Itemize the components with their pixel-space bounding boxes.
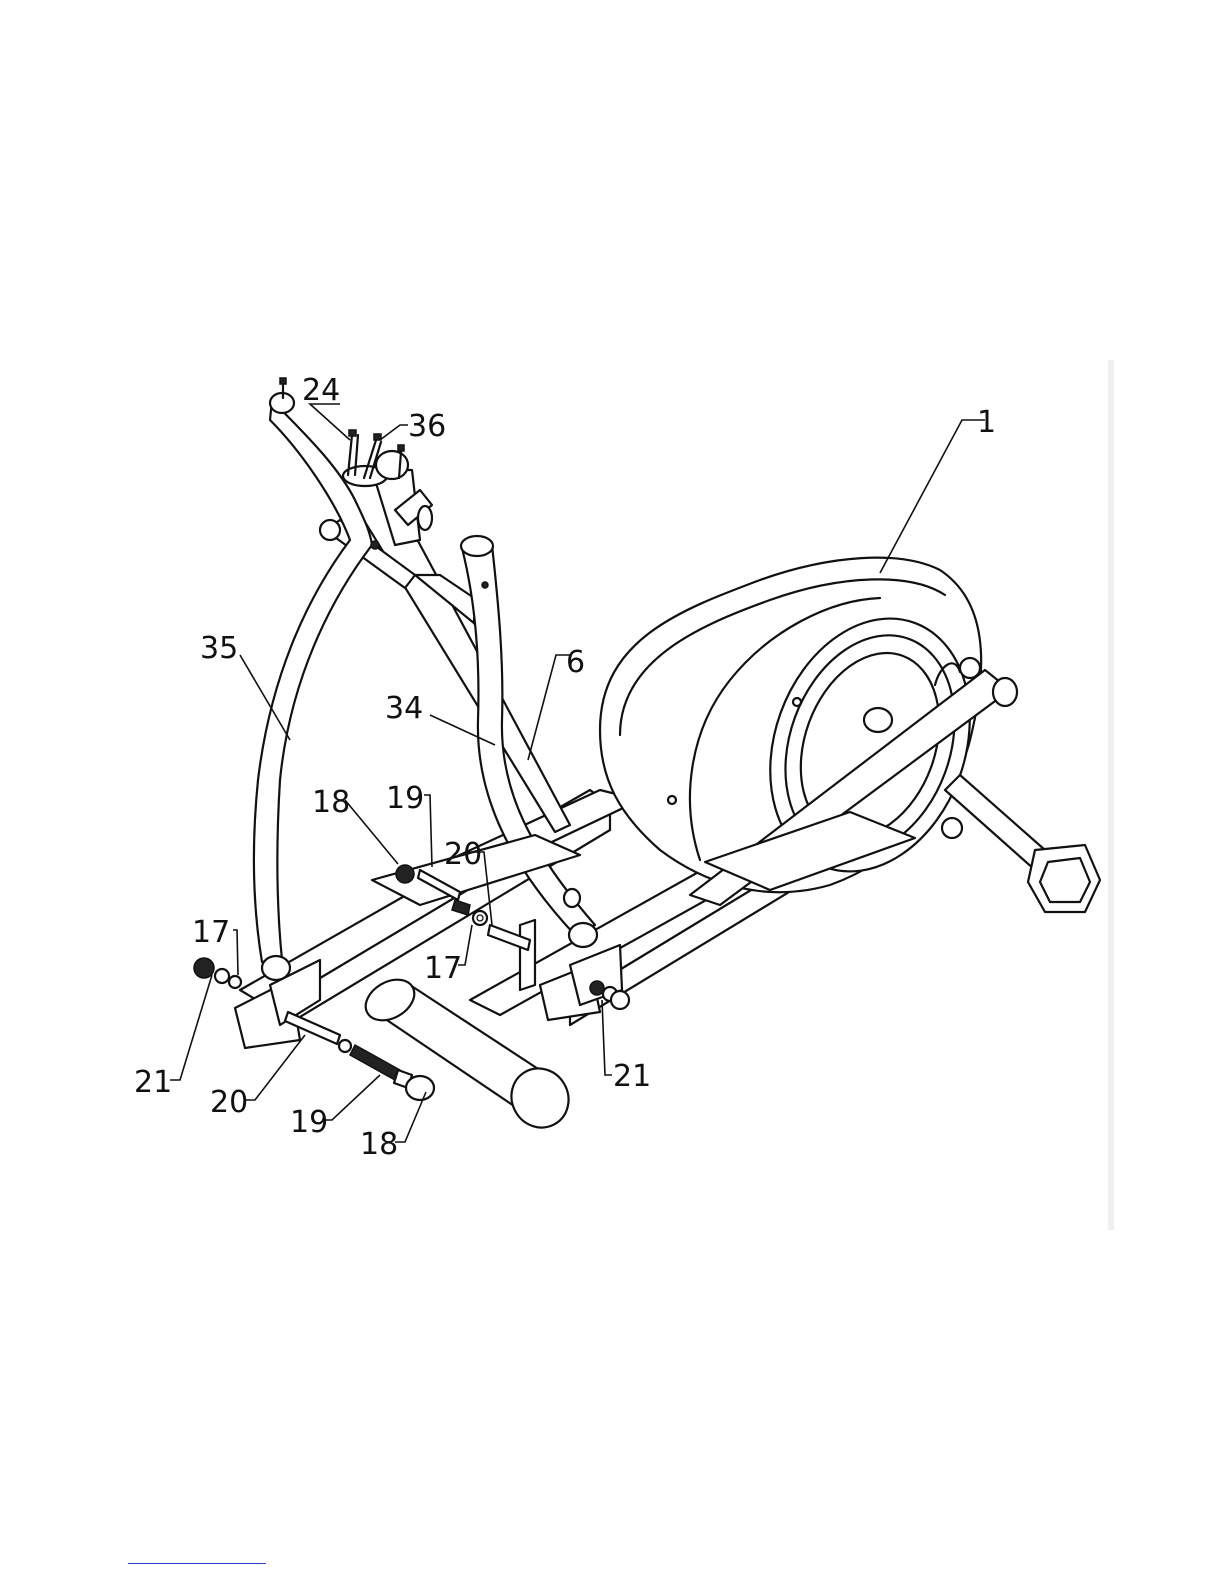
callout-24: 24: [302, 373, 340, 408]
scan-edge: [1108, 360, 1114, 1230]
callout-35: 35: [200, 631, 238, 666]
callout-20-center: 20: [444, 837, 482, 872]
callout-18-center: 18: [312, 785, 350, 820]
callout-17-center: 17: [424, 951, 462, 986]
rear-stabilizer: [942, 775, 1100, 912]
callout-34: 34: [385, 691, 423, 726]
callout-6: 6: [566, 645, 585, 680]
callout-21-left: 21: [134, 1065, 172, 1100]
callout-19-left: 19: [290, 1105, 328, 1140]
footer-rule: [128, 1563, 266, 1564]
callout-1: 1: [977, 405, 996, 440]
callout-36: 36: [408, 409, 446, 444]
callout-20-left: 20: [210, 1085, 248, 1120]
callout-21-right: 21: [613, 1059, 651, 1094]
callout-18-left: 18: [360, 1127, 398, 1162]
callout-19-center: 19: [386, 781, 424, 816]
callout-17-left: 17: [192, 915, 230, 950]
